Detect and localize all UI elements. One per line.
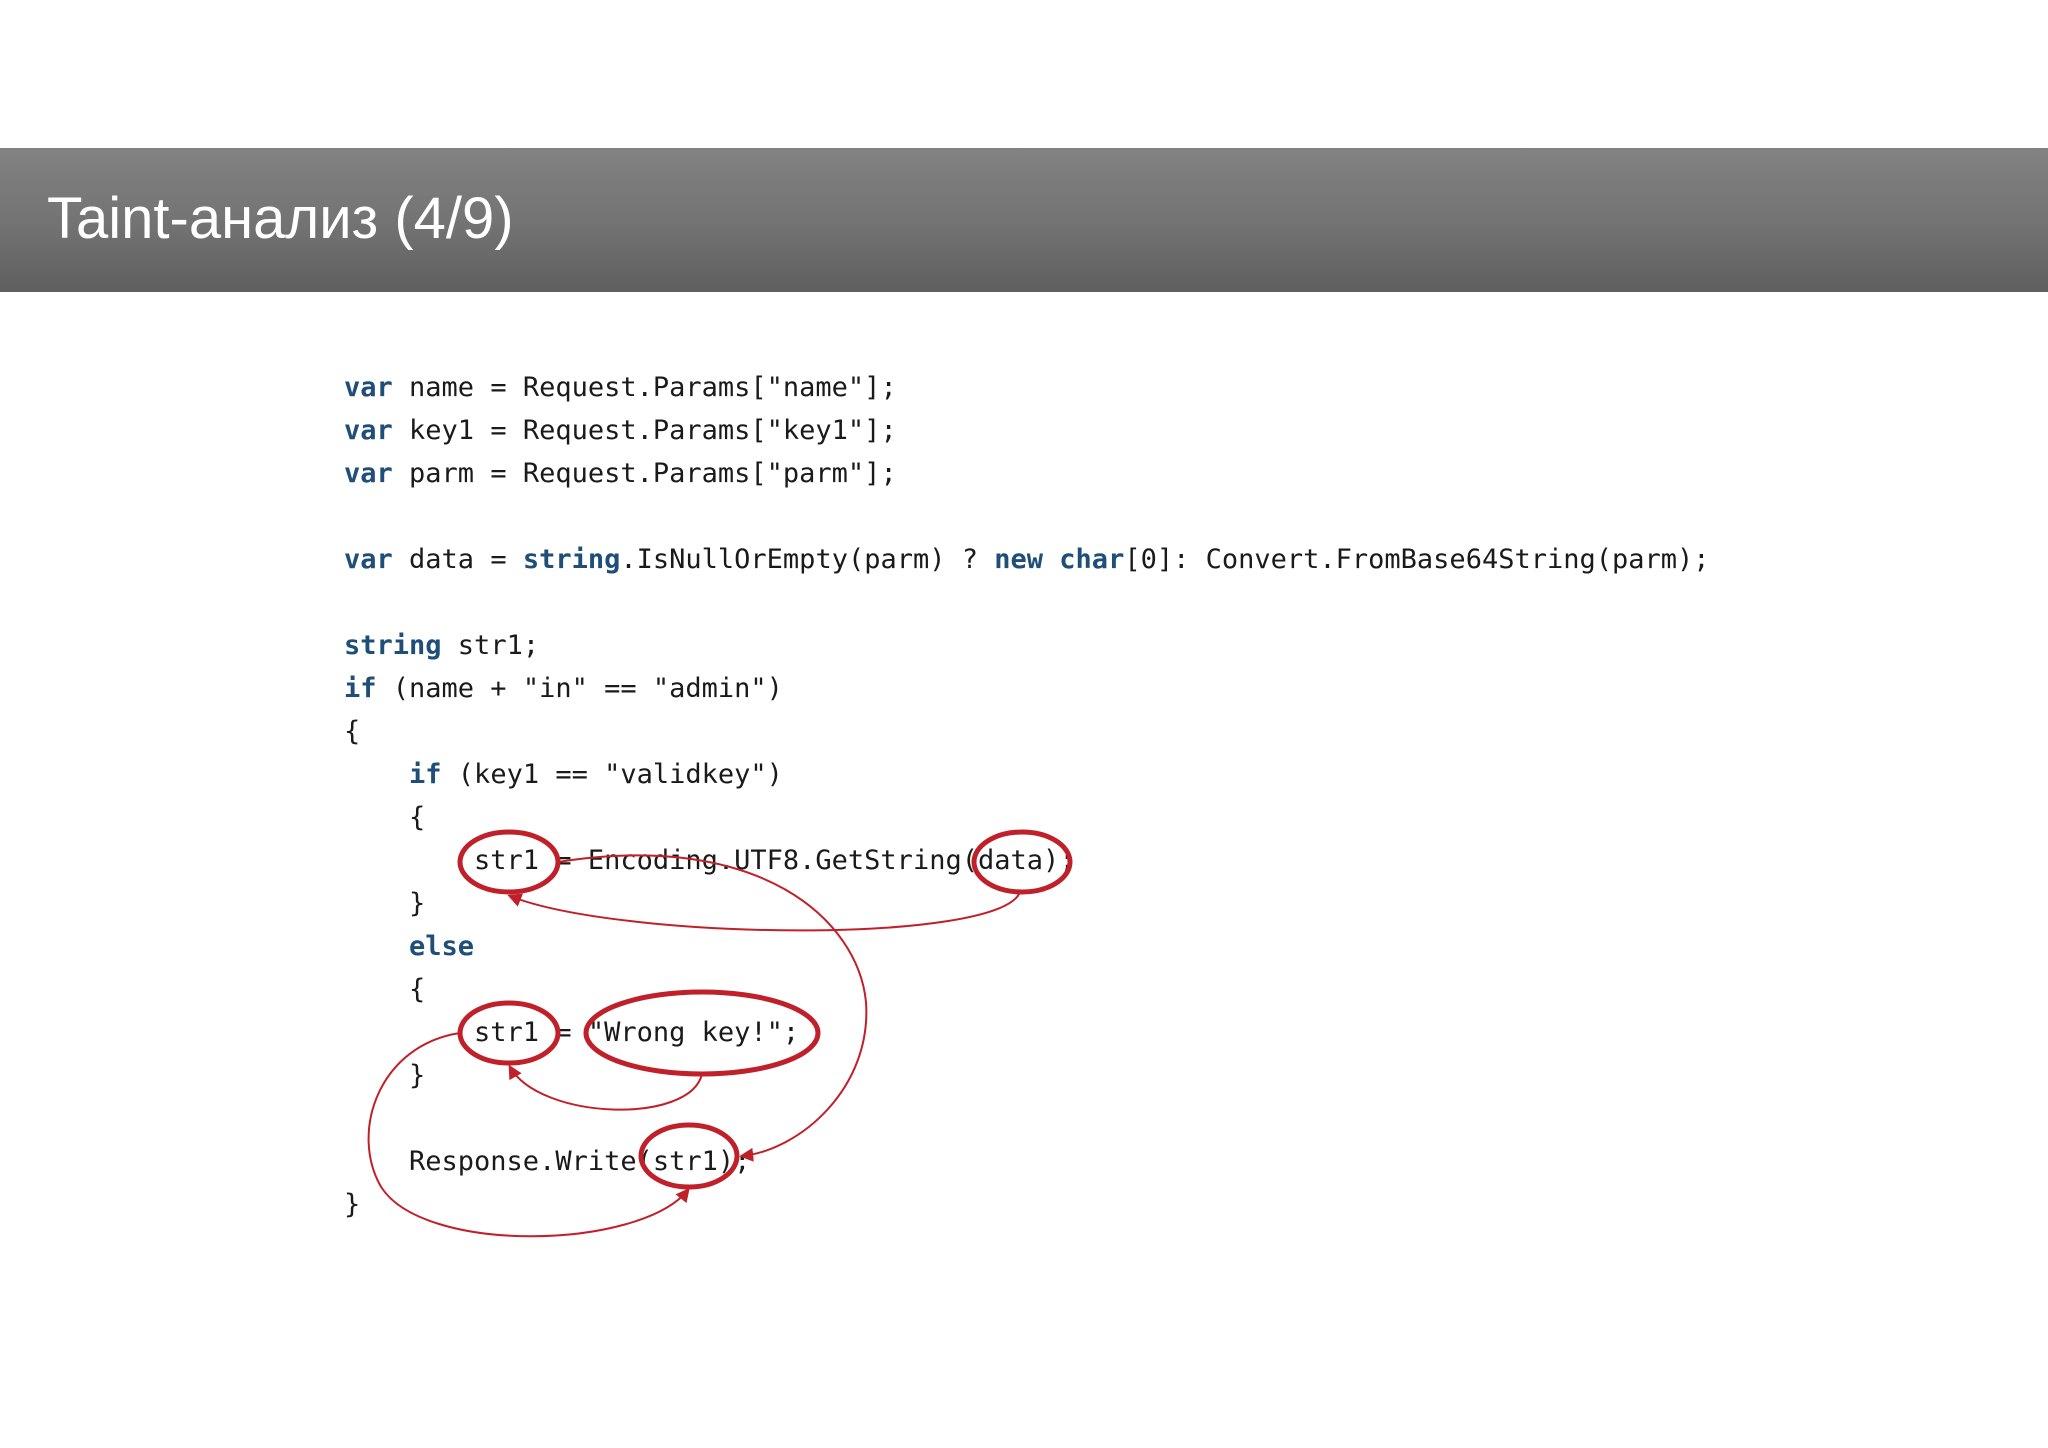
code-line: var name = Request.Params["name"];: [344, 366, 1710, 409]
code-line: if (name + "in" == "admin"): [344, 667, 1710, 710]
code-text: }: [344, 1189, 361, 1220]
code-text: }: [344, 888, 426, 919]
code-line: [344, 581, 1710, 624]
code-text: str1 = "Wrong key!";: [344, 1017, 800, 1048]
code-line: {: [344, 968, 1710, 1011]
code-line: string str1;: [344, 624, 1710, 667]
code-keyword: var: [344, 544, 393, 575]
code-block: var name = Request.Params["name"];var ke…: [344, 366, 1710, 1226]
code-line: {: [344, 796, 1710, 839]
code-text: {: [344, 802, 426, 833]
code-text: [0]: Convert.FromBase64String(parm);: [1124, 544, 1710, 575]
code-text: str1;: [441, 630, 540, 661]
code-text: data =: [392, 544, 523, 575]
code-line: [344, 495, 1710, 538]
code-keyword: new: [994, 544, 1044, 575]
code-text: {: [344, 974, 426, 1005]
code-line: {: [344, 710, 1710, 753]
code-keyword: var: [344, 458, 393, 489]
code-line: [344, 1097, 1710, 1140]
code-text: [1043, 544, 1059, 575]
code-text: Response.Write(str1);: [344, 1146, 751, 1177]
code-keyword: string: [344, 630, 442, 661]
code-line: var parm = Request.Params["parm"];: [344, 452, 1710, 495]
code-text: {: [344, 716, 361, 747]
code-keyword: char: [1059, 544, 1125, 575]
code-keyword: else: [409, 931, 475, 962]
title-bar: [0, 148, 2048, 292]
code-text: .IsNullOrEmpty(parm) ?: [620, 544, 995, 575]
code-line: str1 = Encoding.UTF8.GetString(data);: [344, 839, 1710, 882]
code-line: if (key1 == "validkey"): [344, 753, 1710, 796]
code-text: parm = Request.Params["parm"];: [392, 458, 897, 489]
code-text: }: [344, 1060, 426, 1091]
code-text: (key1 == "validkey"): [441, 759, 783, 790]
code-text: [344, 759, 409, 790]
code-keyword: if: [409, 759, 442, 790]
code-line: str1 = "Wrong key!";: [344, 1011, 1710, 1054]
code-keyword: if: [344, 673, 377, 704]
code-text: key1 = Request.Params["key1"];: [392, 415, 897, 446]
code-text: name = Request.Params["name"];: [392, 372, 897, 403]
code-keyword: string: [522, 544, 621, 575]
code-line: var key1 = Request.Params["key1"];: [344, 409, 1710, 452]
code-line: }: [344, 1054, 1710, 1097]
code-line: }: [344, 882, 1710, 925]
code-text: (name + "in" == "admin"): [376, 673, 783, 704]
code-keyword: var: [344, 415, 393, 446]
code-line: Response.Write(str1);: [344, 1140, 1710, 1183]
code-line: }: [344, 1183, 1710, 1226]
code-line: var data = string.IsNullOrEmpty(parm) ? …: [344, 538, 1710, 581]
code-text: str1 = Encoding.UTF8.GetString(data);: [344, 845, 1076, 876]
code-line: else: [344, 925, 1710, 968]
code-keyword: var: [344, 372, 393, 403]
slide-title: Taint-анализ (4/9): [47, 186, 514, 251]
code-text: [344, 931, 409, 962]
